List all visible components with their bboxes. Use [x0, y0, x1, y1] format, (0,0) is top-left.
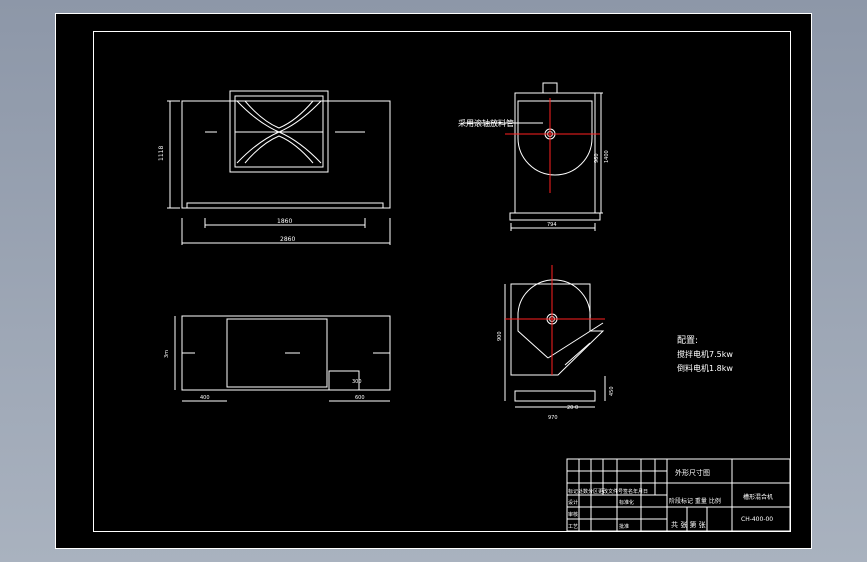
notes-line1: 搅拌电机7.5kw — [677, 349, 733, 359]
side-dim-height-a: 960 — [594, 153, 600, 163]
plan-dim-right-width: 600 — [355, 395, 365, 401]
end-dim-offset: 20 0 — [567, 405, 578, 411]
side-dim-width: 794 — [547, 222, 557, 228]
notes-line2: 倒料电机1.8kw — [677, 363, 733, 373]
title-process: 工艺 — [568, 524, 578, 530]
side-view-centerlines — [505, 98, 600, 193]
title-stage-mark: 阶段标记 重量 比例 — [669, 497, 721, 505]
title-standardize: 标准化 — [619, 499, 634, 506]
plan-dim-box: 300 — [352, 379, 362, 385]
title-block — [566, 458, 791, 532]
front-dim-overall-width: 2860 — [280, 236, 295, 243]
front-view — [167, 90, 391, 245]
title-drawing-no: CH-400-00 — [741, 516, 773, 523]
title-design: 设计 — [568, 499, 578, 506]
end-dim-bottom: 970 — [548, 415, 558, 421]
plan-dim-left: 3m — [164, 350, 170, 358]
title-view-name: 外形尺寸图 — [675, 468, 710, 477]
front-dim-height: 1118 — [158, 146, 165, 161]
outer-frame — [55, 13, 812, 549]
notes-title: 配置: — [677, 335, 698, 346]
cad-drawing: 1118 1860 2860 采用滚轴放料管 960 1400 794 — [55, 13, 812, 549]
title-review: 审核 — [568, 511, 578, 518]
title-product-name: 槽形混合机 — [743, 493, 773, 501]
title-approve: 批准 — [619, 523, 629, 530]
end-view — [504, 279, 606, 408]
end-dim-side: 450 — [609, 386, 615, 396]
title-row-header: 标记处数分区更改文件号签名年月日 — [568, 488, 648, 495]
end-dim-height: 900 — [497, 331, 503, 341]
side-callout: 采用滚轴放料管 — [458, 118, 514, 128]
side-view — [463, 82, 603, 231]
front-dim-inner-width: 1860 — [277, 218, 292, 225]
plan-dim-left-width: 400 — [200, 395, 210, 401]
cad-drawing-sheet: 1118 1860 2860 采用滚轴放料管 960 1400 794 — [55, 13, 812, 549]
drawing-border — [93, 31, 791, 532]
end-view-centerlines — [505, 265, 605, 375]
title-sheet-info: 共 张 第 张 — [671, 520, 706, 529]
plan-view — [174, 315, 391, 402]
side-dim-height-b: 1400 — [604, 150, 610, 163]
